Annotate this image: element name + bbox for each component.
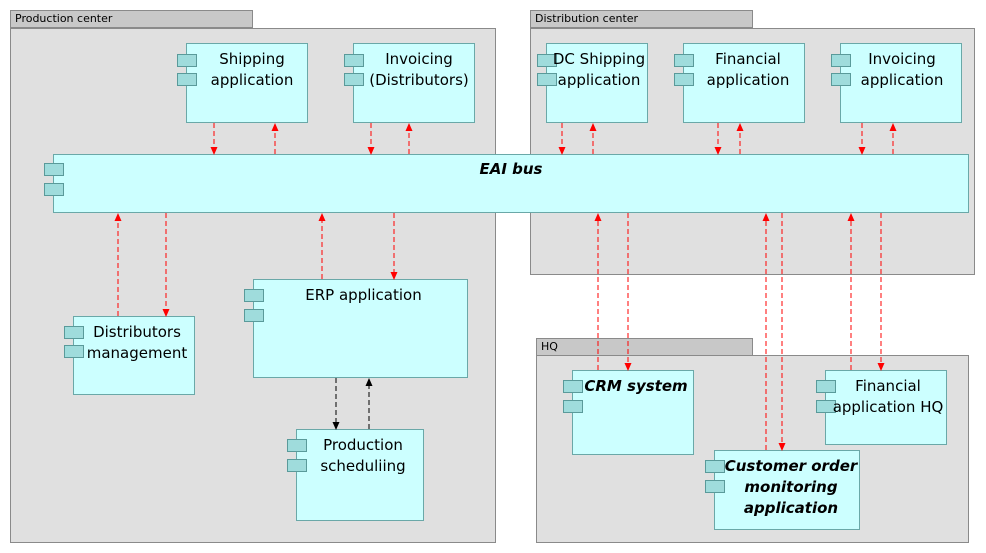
component-port-icon: [674, 54, 694, 67]
component-port-icon: [537, 54, 557, 67]
component-port-icon: [344, 54, 364, 67]
dc-shipping-application-label: DC Shipping application: [552, 50, 646, 89]
component-port-icon: [831, 54, 851, 67]
financial-application-hq[interactable]: Financial application HQ: [816, 370, 947, 445]
customer-order-monitoring-application-label: Customer order monitoring application: [724, 457, 858, 517]
component-port-icon: [705, 480, 725, 493]
distribution-center-tab[interactable]: Distribution center: [530, 10, 753, 28]
component-port-icon: [244, 309, 264, 322]
invoicing-distributors[interactable]: Invoicing (Distributors): [344, 43, 475, 123]
component-port-icon: [44, 183, 64, 196]
component-port-icon: [705, 460, 725, 473]
shipping-application-label: Shipping application: [210, 50, 294, 89]
distributors-management-label: Distributors management: [86, 323, 188, 362]
component-port-icon: [177, 54, 197, 67]
eai-bus-label: EAI bus: [479, 160, 543, 178]
distributors-management[interactable]: Distributors management: [64, 316, 195, 395]
component-port-icon: [674, 73, 694, 86]
production-scheduling-label: Production scheduliing: [320, 436, 406, 475]
component-port-icon: [287, 439, 307, 452]
erp-application-label: ERP application: [305, 286, 422, 304]
shipping-application[interactable]: Shipping application: [177, 43, 308, 123]
component-port-icon: [44, 163, 64, 176]
invoicing-distributors-label: Invoicing (Distributors): [369, 50, 469, 89]
component-port-icon: [563, 380, 583, 393]
component-port-icon: [563, 400, 583, 413]
crm-system-label: CRM system: [584, 377, 688, 395]
component-port-icon: [344, 73, 364, 86]
component-port-icon: [537, 73, 557, 86]
component-port-icon: [287, 459, 307, 472]
component-port-icon: [831, 73, 851, 86]
dc-shipping-application[interactable]: DC Shipping application: [537, 43, 648, 123]
crm-system[interactable]: CRM system: [563, 370, 694, 455]
component-port-icon: [64, 345, 84, 358]
erp-application[interactable]: ERP application: [244, 279, 468, 378]
production-center-label: Production center: [15, 12, 113, 25]
customer-order-monitoring-application[interactable]: Customer order monitoring application: [705, 450, 860, 530]
invoicing-application-label: Invoicing application: [860, 50, 944, 89]
component-port-icon: [177, 73, 197, 86]
component-port-icon: [244, 289, 264, 302]
production-scheduling[interactable]: Production scheduliing: [287, 429, 424, 521]
hq-label: HQ: [541, 340, 558, 353]
financial-application-hq-label: Financial application HQ: [832, 377, 944, 416]
component-port-icon: [64, 326, 84, 339]
eai-bus[interactable]: EAI bus: [44, 154, 969, 213]
invoicing-application[interactable]: Invoicing application: [831, 43, 962, 123]
financial-application[interactable]: Financial application: [674, 43, 805, 123]
distribution-center-label: Distribution center: [535, 12, 639, 25]
production-center-tab[interactable]: Production center: [10, 10, 253, 28]
component-port-icon: [816, 400, 836, 413]
financial-application-label: Financial application: [706, 50, 790, 89]
component-port-icon: [816, 380, 836, 393]
